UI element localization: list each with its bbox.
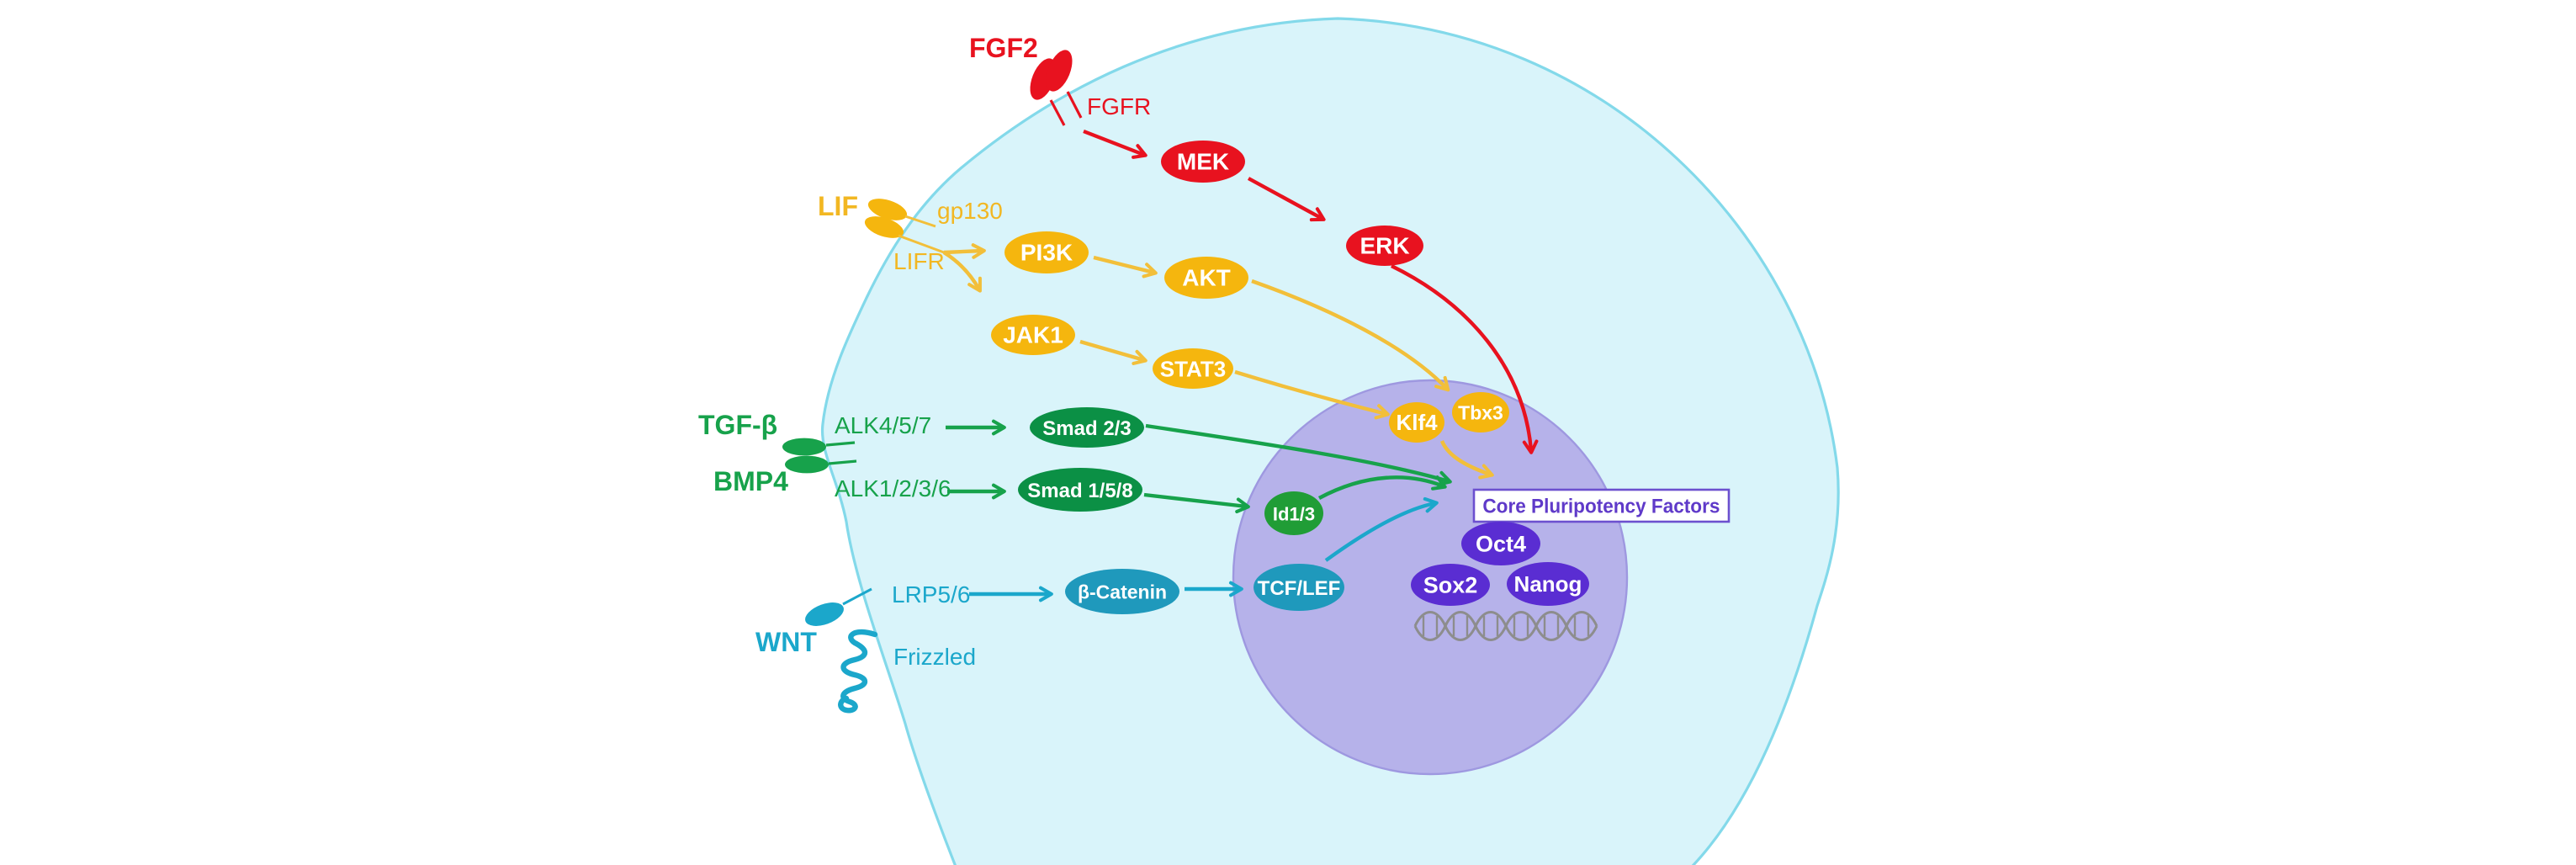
jak1-label: JAK1 <box>1003 322 1063 348</box>
id13-label: Id1/3 <box>1273 503 1315 524</box>
arrow-mek-to-erk <box>1247 177 1326 222</box>
arrow-smad158-to-id13 <box>1143 492 1250 514</box>
id13-node <box>1264 491 1323 535</box>
stat3-label: STAT3 <box>1160 357 1226 382</box>
fgf2-ligand-label: FGF2 <box>969 33 1038 63</box>
wnt-pathway: WNT LRP5/6 Frizzled β-Catenin TCF/LEF <box>755 496 1439 714</box>
arrow-klf4-to-core <box>1439 440 1494 480</box>
akt-node <box>1164 257 1248 299</box>
core-pluripotency-group: Core Pluripotency Factors Oct4 Sox2 Nano… <box>1411 488 1731 641</box>
lrp56-receptor-label: LRP5/6 <box>892 581 970 608</box>
arrow-jak1-to-stat3 <box>1079 339 1148 365</box>
jak1-node <box>991 315 1075 355</box>
alk457-receptor-label: ALK4/5/7 <box>835 412 931 438</box>
arrow-pi3k-to-akt <box>1093 255 1158 279</box>
sox2-label: Sox2 <box>1423 573 1478 598</box>
akt-label: AKT <box>1182 265 1231 291</box>
tgfb-bmp4-pathway: TGF-β BMP4 ALK4/5/7 ALK1/2/3/6 Smad 2/3 … <box>698 407 1452 535</box>
smad23-node <box>1030 407 1144 448</box>
gp130-receptor-label: gp130 <box>937 198 1003 224</box>
smad23-label: Smad 2/3 <box>1042 417 1131 440</box>
frizzled-receptor-icon <box>838 629 878 714</box>
arrow-akt-to-nucleus <box>1251 279 1450 392</box>
oct4-label: Oct4 <box>1476 532 1526 557</box>
tcflef-label: TCF/LEF <box>1258 577 1341 600</box>
sox2-node <box>1411 564 1490 606</box>
frizzled-receptor-label: Frizzled <box>893 644 976 670</box>
erk-node <box>1346 226 1423 266</box>
arrow-stat3-to-nucleus <box>1234 369 1390 420</box>
alk1236-receptor-label: ALK1/2/3/6 <box>835 475 951 501</box>
klf4-label: Klf4 <box>1396 410 1438 435</box>
tcflef-node <box>1254 564 1344 611</box>
arrow-id13-to-core <box>1317 475 1447 500</box>
lif-pathway: LIF gp130 LIFR PI3K AKT JAK1 STAT3 Klf4 … <box>818 191 1509 480</box>
bcatenin-label: β-Catenin <box>1078 581 1167 602</box>
arrow-lifr-to-jak1 <box>942 251 982 293</box>
mek-label: MEK <box>1177 149 1229 175</box>
tgfb-receptor-icon <box>782 438 856 456</box>
core-factors-box <box>1472 488 1731 523</box>
klf4-node <box>1389 402 1444 443</box>
nanog-node <box>1507 562 1589 606</box>
oct4-node <box>1461 522 1540 565</box>
arrow-erk-to-nucleus <box>1391 264 1539 454</box>
nanog-label: Nanog <box>1514 571 1582 597</box>
smad158-label: Smad 1/5/8 <box>1027 480 1132 502</box>
arrow-smad23-to-core <box>1145 423 1452 486</box>
dna-helix-icon <box>1413 611 1598 641</box>
wnt-ligand-icon <box>805 587 872 626</box>
fgfr-receptor-label: FGFR <box>1087 93 1151 119</box>
arrow-lifr-to-pi3k <box>943 243 986 259</box>
tbx3-label: Tbx3 <box>1458 401 1503 423</box>
fgfr-receptor-icon <box>1030 50 1083 126</box>
lifr-receptor-label: LIFR <box>893 248 945 274</box>
arrow-fgfr-to-mek <box>1083 129 1148 159</box>
core-factors-label: Core Pluripotency Factors <box>1482 496 1720 518</box>
bmp4-ligand-label: BMP4 <box>713 466 788 496</box>
smad158-node <box>1018 468 1142 512</box>
bmp4-receptor-icon <box>785 455 857 474</box>
mek-node <box>1161 141 1245 183</box>
erk-label: ERK <box>1360 233 1409 259</box>
wnt-ligand-label: WNT <box>755 627 817 657</box>
bcatenin-node <box>1065 569 1179 614</box>
stat3-node <box>1153 348 1233 389</box>
lif-receptor-icon <box>864 199 945 254</box>
tbx3-node <box>1452 392 1509 432</box>
arrow-tcflef-to-core <box>1324 496 1439 562</box>
tgfb-ligand-label: TGF-β <box>698 410 777 440</box>
lif-ligand-label: LIF <box>818 191 858 221</box>
fgf2-pathway: FGF2 FGFR MEK ERK <box>969 33 1539 454</box>
pi3k-label: PI3K <box>1020 240 1073 266</box>
pi3k-node <box>1004 231 1089 273</box>
